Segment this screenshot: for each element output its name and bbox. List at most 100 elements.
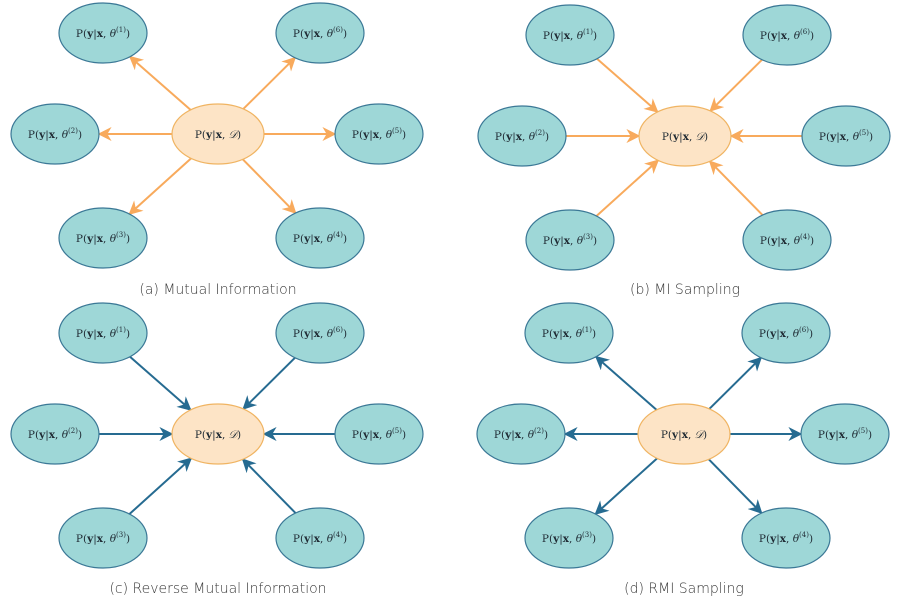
- label-part-x: x: [564, 30, 571, 42]
- leaf-node-6: P(y|x, θ(6)): [275, 2, 365, 64]
- label-part-prefix: P(: [543, 235, 554, 247]
- label-part-superscript: (4): [800, 233, 810, 241]
- label-part-theta: θ: [576, 533, 583, 545]
- leaf-node-label: P(y|x, θ(6)): [293, 326, 347, 341]
- label-part-y: y: [829, 131, 837, 143]
- label-part-suffix: ): [343, 233, 347, 245]
- label-part-y: y: [672, 131, 680, 143]
- label-part-y: y: [505, 131, 513, 143]
- label-part-x: x: [314, 28, 321, 40]
- leaf-node-ellipse: [275, 207, 365, 269]
- leaf-node-3: P(y|x, θ(3)): [58, 207, 148, 269]
- label-part-sep: ,: [103, 328, 110, 340]
- leaf-node-label: P(y|x, θ(3)): [543, 233, 597, 248]
- label-part-sep: ,: [845, 429, 852, 441]
- label-part-prefix: P(: [293, 533, 304, 545]
- leaf-node-ellipse: [275, 2, 365, 64]
- label-part-suffix: ): [704, 131, 708, 143]
- label-part-theta: θ: [793, 328, 800, 340]
- arrows: [566, 57, 802, 217]
- label-part-x: x: [683, 131, 690, 143]
- leaf-node-ellipse: [476, 403, 566, 465]
- arrow-leaf-to-center-6: [242, 356, 296, 410]
- label-part-bar: |: [560, 235, 564, 248]
- label-part-y: y: [86, 328, 94, 340]
- label-part-x: x: [314, 328, 321, 340]
- leaf-node-4: P(y|x, θ(4)): [742, 209, 832, 271]
- label-part-suffix: ): [126, 233, 130, 245]
- label-part-dataset: 𝒟: [695, 429, 706, 441]
- label-part-bar: |: [93, 28, 97, 41]
- label-part-sep: ,: [320, 233, 327, 245]
- label-part-sep: ,: [379, 129, 386, 141]
- label-part-sep: ,: [222, 129, 229, 141]
- label-part-y: y: [303, 28, 311, 40]
- label-part-superscript: (6): [799, 326, 809, 334]
- panel-d: P(y|x, 𝒟)P(y|x, θ(1))P(y|x, θ(2))P(y|x, …: [476, 302, 890, 597]
- arrow-center-to-leaf-3: [128, 157, 192, 215]
- label-part-prefix: P(: [760, 30, 771, 42]
- center-node-label: P(y|x, 𝒟): [662, 131, 708, 144]
- label-part-prefix: P(: [76, 233, 87, 245]
- label-part-dataset: 𝒟: [229, 129, 240, 141]
- label-part-prefix: P(: [76, 328, 87, 340]
- label-part-y: y: [769, 328, 777, 340]
- leaf-node-2: P(y|x, θ(2)): [477, 105, 567, 167]
- arrow-center-to-leaf-4: [708, 458, 763, 515]
- label-part-theta: θ: [386, 429, 393, 441]
- label-part-y: y: [205, 129, 213, 141]
- label-part-x: x: [781, 30, 788, 42]
- label-part-prefix: P(: [661, 429, 672, 441]
- label-part-theta: θ: [110, 28, 117, 40]
- leaf-node-3: P(y|x, θ(3)): [524, 507, 614, 569]
- label-part-x: x: [780, 533, 787, 545]
- label-part-sep: ,: [570, 235, 577, 247]
- leaf-node-1: P(y|x, θ(1)): [525, 4, 615, 66]
- label-part-y: y: [86, 28, 94, 40]
- label-part-sep: ,: [569, 533, 576, 545]
- center-node: P(y|x, 𝒟): [171, 403, 265, 465]
- label-part-bar: |: [45, 129, 49, 142]
- label-part-superscript: (2): [535, 129, 545, 137]
- label-part-bar: |: [836, 131, 840, 144]
- arrow-leaf-to-center-6: [709, 58, 763, 112]
- label-part-suffix: ): [592, 328, 596, 340]
- leaf-node-label: P(y|x, θ(4)): [759, 531, 813, 546]
- label-part-theta: θ: [529, 131, 536, 143]
- leaf-node-ellipse: [525, 209, 615, 271]
- arrow-center-to-leaf-1: [594, 355, 658, 411]
- arrow-leaf-to-center-1: [596, 57, 659, 113]
- label-part-sep: ,: [55, 129, 62, 141]
- leaf-node-label: P(y|x, θ(3)): [76, 531, 130, 546]
- label-part-superscript: (4): [333, 231, 343, 239]
- leaf-node-label: P(y|x, θ(1)): [542, 326, 596, 341]
- center-node: P(y|x, 𝒟): [637, 403, 731, 465]
- label-part-bar: |: [310, 233, 314, 246]
- leaf-node-label: P(y|x, θ(2)): [28, 127, 82, 142]
- label-part-suffix: ): [810, 235, 814, 247]
- label-part-bar: |: [310, 28, 314, 41]
- leaf-node-label: P(y|x, θ(1)): [76, 26, 130, 41]
- leaf-node-ellipse: [58, 207, 148, 269]
- leaf-node-ellipse: [477, 105, 567, 167]
- label-part-superscript: (4): [799, 531, 809, 539]
- leaf-node-ellipse: [525, 4, 615, 66]
- label-part-sep: ,: [103, 28, 110, 40]
- panel-caption: (a) Mutual Information: [139, 282, 296, 298]
- label-part-bar: |: [369, 129, 373, 142]
- label-part-bar: |: [678, 429, 682, 442]
- label-part-prefix: P(: [352, 129, 363, 141]
- label-part-prefix: P(: [759, 328, 770, 340]
- label-part-sep: ,: [379, 429, 386, 441]
- label-part-theta: θ: [327, 28, 334, 40]
- label-part-theta: θ: [327, 328, 334, 340]
- label-part-x: x: [314, 533, 321, 545]
- label-part-suffix: ): [809, 328, 813, 340]
- label-part-y: y: [362, 129, 370, 141]
- label-part-x: x: [216, 129, 223, 141]
- label-part-x: x: [314, 233, 321, 245]
- leaf-node-label: P(y|x, θ(5)): [352, 427, 406, 442]
- leaf-node-ellipse: [742, 209, 832, 271]
- label-part-dataset: 𝒟: [229, 429, 240, 441]
- label-part-prefix: P(: [293, 233, 304, 245]
